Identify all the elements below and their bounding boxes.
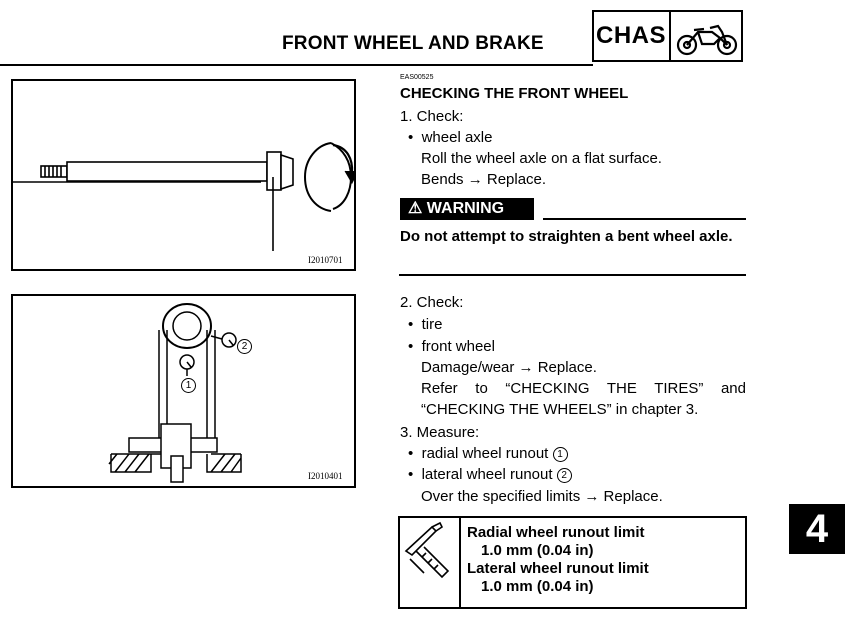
spec-radial-value: 1.0 mm (0.04 in) xyxy=(481,542,594,559)
figure-id: I2010701 xyxy=(308,255,343,265)
ref-1: 1 xyxy=(552,447,568,462)
step1-label: 1. Check: xyxy=(400,108,464,125)
step2-bullet1-text: tire xyxy=(421,316,443,333)
page-title: FRONT WHEEL AND BRAKE xyxy=(282,33,544,54)
step2-line3: “CHECKING THE WHEELS” in chapter 3. xyxy=(421,401,699,418)
spec-lateral-label: Lateral wheel runout limit xyxy=(467,560,649,577)
step3-label: 3. Measure: xyxy=(400,424,480,441)
warning-badge: ⚠ WARNING xyxy=(400,198,534,220)
warning-badge-label: WARNING xyxy=(426,200,505,217)
chapter-badge-divider xyxy=(669,10,671,62)
step1-line2: Bends → Replace. xyxy=(421,171,547,188)
warning-icon: ⚠ xyxy=(408,200,423,217)
caliper-icon xyxy=(404,521,450,579)
step1-bullet: • wheel axle xyxy=(408,129,493,146)
runout-illustration xyxy=(108,303,242,483)
figure-id: I2010401 xyxy=(308,471,343,481)
header-rule xyxy=(0,64,593,66)
step2-bullet2-text: front wheel xyxy=(421,338,495,355)
ref-2: 2 xyxy=(556,468,572,483)
step2-label: 2. Check: xyxy=(400,294,464,311)
step3-bullet2: • lateral wheel runout 2 xyxy=(408,464,572,485)
spec-box xyxy=(398,516,747,609)
wheel-axle-illustration xyxy=(13,142,356,251)
warning-bottom-rule xyxy=(399,274,746,276)
callout-2: 2 xyxy=(237,339,252,354)
spec-lateral-value: 1.0 mm (0.04 in) xyxy=(481,578,594,595)
chapter-badge xyxy=(592,10,743,62)
warning-rule xyxy=(543,218,746,220)
motorcycle-icon xyxy=(676,24,738,56)
spec-box-divider xyxy=(459,516,461,609)
step2-line2: Refer to “CHECKING THE TIRES” and xyxy=(421,380,746,397)
callout-1: 1 xyxy=(181,378,196,393)
step2-bullet2: • front wheel xyxy=(408,338,495,355)
warning-text: Do not attempt to straighten a bent whee… xyxy=(400,228,733,245)
section-code: EAS00525 xyxy=(400,74,434,81)
step3-bullet2-text: lateral wheel runout xyxy=(421,466,553,483)
section-heading: CHECKING THE FRONT WHEEL xyxy=(400,85,629,102)
step2-bullet1: • tire xyxy=(408,316,443,333)
step2-line1: Damage/wear → Replace. xyxy=(421,359,597,376)
chapter-code: CHAS xyxy=(596,22,667,49)
step3-bullet1-text: radial wheel runout xyxy=(421,445,549,462)
step3-bullet1: • radial wheel runout 1 xyxy=(408,443,568,464)
step1-line1: Roll the wheel axle on a flat surface. xyxy=(421,150,662,167)
chapter-tab: 4 xyxy=(789,504,845,554)
step3-line1: Over the specified limits → Replace. xyxy=(421,488,663,505)
spec-radial-label: Radial wheel runout limit xyxy=(467,524,645,541)
step1-bullet-text: wheel axle xyxy=(421,129,493,146)
